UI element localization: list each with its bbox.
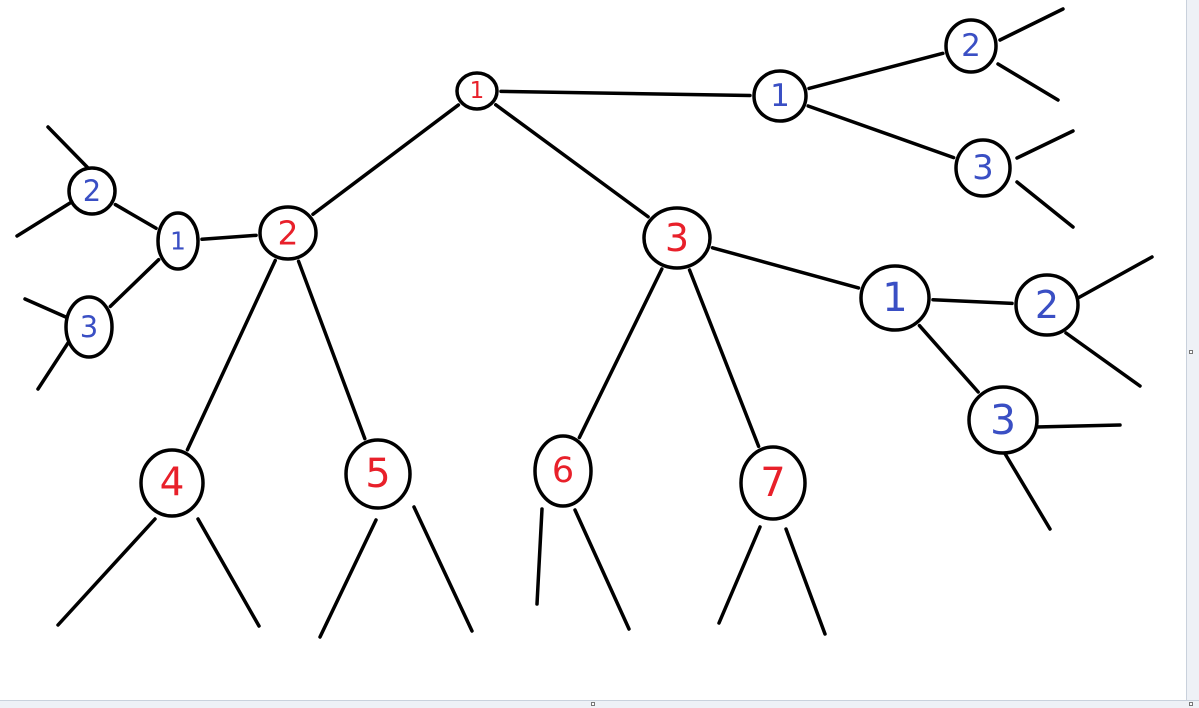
leaf-edge-stub: [15, 201, 72, 238]
leaf-edge-stub: [196, 517, 261, 628]
leaf-edge-stub: [1034, 423, 1122, 429]
node-label: 7: [760, 460, 785, 506]
node-circle: [859, 264, 931, 332]
leaf-edge-stub: [1015, 129, 1075, 160]
node-circle: [642, 206, 712, 270]
resize-handle-right[interactable]: [1189, 350, 1193, 354]
edge-b1-b2: [113, 202, 158, 231]
node-circle: [1014, 273, 1080, 337]
edge-r3-r6: [577, 267, 664, 440]
leaf-edge-stub: [573, 508, 631, 631]
tree-node-r5: 5: [344, 438, 412, 510]
tree-node-a2: 2: [944, 18, 998, 74]
node-label: 2: [83, 174, 101, 208]
node-label: 6: [552, 451, 574, 491]
edge-r3-c1: [710, 246, 861, 290]
node-circle: [752, 69, 808, 123]
node-label: 2: [1035, 283, 1059, 327]
leaf-edge-stub: [998, 7, 1065, 42]
edges: [15, 7, 1154, 639]
leaf-edge-stub: [412, 505, 474, 633]
tree-node-c2: 2: [1014, 273, 1080, 337]
tree-node-b1: 1: [156, 211, 200, 271]
node-circle: [944, 18, 998, 74]
tree-node-b3: 3: [64, 295, 114, 359]
node-circle: [156, 211, 200, 271]
leaf-edge-stub: [996, 62, 1060, 102]
tree-node-r6: 6: [533, 434, 593, 508]
node-label: 5: [365, 451, 390, 497]
node-circle: [455, 71, 499, 111]
edge-r1-r3: [493, 103, 650, 219]
nodes: 1 2 3 4 5 6 7 1 2 3 1 2 3 1 2 3: [64, 18, 1080, 521]
tree-diagram: 1 2 3 4 5 6 7 1 2 3 1 2 3 1 2 3: [15, 7, 1154, 639]
node-circle: [739, 445, 807, 521]
node-circle: [954, 138, 1012, 198]
node-circle: [533, 434, 593, 508]
node-circle: [967, 385, 1039, 455]
node-label: 4: [160, 461, 185, 506]
leaf-edge-stub: [318, 518, 378, 639]
node-circle: [139, 448, 205, 518]
tree-node-a1: 1: [752, 69, 808, 123]
leaf-edge-stub: [1064, 331, 1142, 388]
leaf-edge-stub: [535, 507, 544, 606]
leaf-edge-stub: [1076, 255, 1154, 300]
edge-c1-c3: [917, 323, 980, 394]
tree-node-r3: 3: [642, 206, 712, 270]
tree-node-c3: 3: [967, 385, 1039, 455]
leaf-edge-stub: [46, 125, 92, 172]
tree-node-c1: 1: [859, 264, 931, 332]
leaf-edge-stub: [784, 527, 827, 636]
edge-r2-r4: [185, 258, 277, 452]
edge-a1-a2: [807, 51, 945, 91]
edge-r2-b1: [200, 233, 258, 242]
node-label: 3: [80, 310, 98, 344]
leaf-edge-stub: [717, 525, 762, 625]
leaf-edge-stub: [1015, 180, 1075, 229]
edge-r1-r2: [311, 103, 461, 216]
edge-r1-a1: [499, 89, 752, 98]
leaf-edge-stub: [23, 297, 70, 320]
node-circle: [64, 295, 114, 359]
node-label: 1: [170, 227, 186, 256]
node-label: 2: [961, 28, 981, 64]
edge-r3-r7: [687, 268, 761, 449]
canvas-right-edge: [1186, 0, 1199, 708]
node-circle: [258, 205, 318, 261]
edge-c1-c2: [931, 297, 1014, 306]
tree-node-r1: 1: [455, 71, 499, 111]
node-label: 2: [278, 214, 299, 253]
node-label: 1: [470, 78, 485, 104]
node-label: 1: [882, 275, 907, 321]
node-circle: [344, 438, 412, 510]
tree-node-r7: 7: [739, 445, 807, 521]
edge-b1-b3: [108, 257, 161, 309]
resize-handle-corner[interactable]: [1189, 702, 1193, 706]
edge-a1-a3: [806, 104, 956, 160]
leaf-edge-stub: [36, 341, 70, 391]
edge-r2-r5: [296, 259, 367, 441]
node-label: 1: [770, 78, 790, 114]
node-label: 3: [665, 216, 689, 260]
leaf-edge-stub: [1002, 450, 1052, 531]
node-circle: [67, 166, 117, 216]
tree-node-a3: 3: [954, 138, 1012, 198]
tree-node-r4: 4: [139, 448, 205, 518]
resize-handle-bottom[interactable]: [591, 702, 595, 706]
tree-node-r2: 2: [258, 205, 318, 261]
node-label: 3: [990, 396, 1016, 444]
leaf-edge-stub: [56, 517, 157, 627]
canvas-bottom-edge: [0, 700, 1199, 708]
node-label: 3: [972, 148, 994, 188]
tree-node-b2: 2: [67, 166, 117, 216]
